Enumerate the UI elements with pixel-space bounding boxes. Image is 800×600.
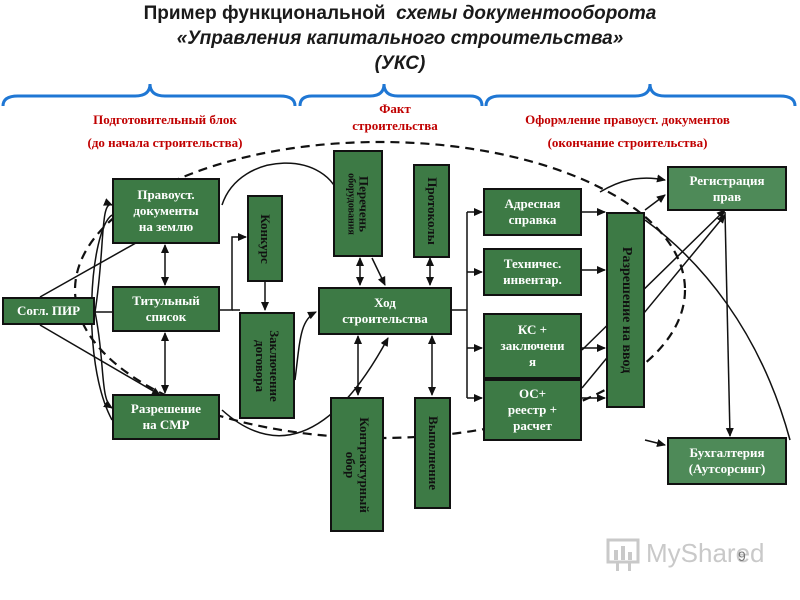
adres-line-2: справка (508, 212, 557, 227)
titul-list-box: Титульный список (112, 286, 220, 332)
zakl-line-1: Заключение (267, 329, 282, 402)
hod-line-2: строительства (342, 311, 428, 326)
section-final-line-1: Оформление правоуст. документов (525, 112, 730, 127)
tehnich-line-1: Техничес. (503, 256, 562, 271)
section-fact-line-1: Факт (379, 101, 411, 116)
perechen-label: Перечень оборудования (345, 172, 372, 235)
hod-line-1: Ход (374, 295, 396, 310)
brace-prep (1, 83, 297, 107)
perechen-line-2: оборудования (345, 172, 357, 235)
os-line-3: расчет (513, 418, 552, 433)
razresh-smr-line-1: Разрешение (130, 401, 202, 416)
tehnich-inventar-box: Техничес. инвентар. (483, 248, 582, 296)
titul-line-2: список (145, 309, 187, 324)
section-prep-line-2: (до начала строительства) (87, 135, 243, 150)
kontrakt-oborot-box: Контрактурный обор (330, 397, 384, 532)
buh-line-1: Бухгалтерия (689, 445, 765, 460)
section-fact-label: Факт строительства (325, 100, 465, 134)
titul-line-1: Титульный (132, 293, 200, 308)
sogl-pir-label: Согл. ПИР (16, 303, 81, 318)
buhgalteriya-box: Бухгалтерия (Аутсорсинг) (667, 437, 787, 485)
vypolnenie-box: Выполнение (414, 397, 451, 509)
ks-line-3: я (528, 354, 537, 369)
sogl-pir-box: Согл. ПИР (2, 297, 95, 325)
konkurs-label: Конкурс (258, 213, 273, 264)
os-reestr-box: ОС+ реестр + расчет (483, 379, 582, 441)
adresnaya-spravka-box: Адресная справка (483, 188, 582, 236)
protokoly-label: Протоколы (424, 177, 440, 245)
buh-line-2: (Аутсорсинг) (688, 461, 766, 476)
watermark-logo: MyShared (606, 536, 776, 572)
brace-final (484, 83, 797, 107)
kontrakt-line-2: обор (343, 451, 358, 478)
perechen-box: Перечень оборудования (333, 150, 383, 257)
registr-line-2: прав (712, 188, 742, 204)
ks-line-1: КС + (517, 322, 548, 337)
razresh-smr-box: Разрешение на СМР (112, 394, 220, 440)
page-title-line-1: Пример функциональной схемы документообо… (0, 2, 800, 25)
page-title-line-3: (УКС) (374, 53, 426, 74)
zakl-dogovora-box: Заключение договора (239, 312, 295, 419)
razresh-vvod-label: Разрешение на ввод (618, 246, 634, 374)
hod-stroitelstva-box: Ход строительства (318, 287, 452, 335)
page-title-line-2: «Управления капитального строительства» (176, 28, 624, 49)
kontrakt-label: Контрактурный обор (343, 416, 372, 513)
os-line-2: реестр + (507, 402, 558, 417)
title-part-a: Пример функциональной (143, 3, 386, 24)
chart-logo-icon (606, 538, 640, 571)
registr-line-1: Регистрация (689, 172, 765, 188)
section-final-label: Оформление правоуст. документов (окончан… (490, 111, 765, 151)
perechen-line-1: Перечень (356, 175, 372, 232)
tehnich-line-2: инвентар. (503, 272, 562, 287)
section-fact-line-2: строительства (352, 118, 438, 133)
page-number: 9 (738, 548, 746, 564)
brace-fact (298, 83, 484, 107)
konkurs-box: Конкурс (247, 195, 283, 282)
pravoust-docs-box: Правоуст. документы на землю (112, 178, 220, 244)
ks-line-2: заключени (500, 338, 565, 353)
pravoust-line-3: на землю (138, 219, 194, 234)
vypolnenie-label: Выполнение (425, 416, 441, 490)
razresh-smr-line-2: на СМР (142, 417, 190, 432)
zakl-label: Заключение договора (253, 329, 282, 402)
title-part-b: схемы документооборота (396, 3, 657, 24)
pravoust-line-2: документы (133, 203, 199, 218)
kontrakt-line-1: Контрактурный (357, 416, 372, 513)
pravoust-line-1: Правоуст. (137, 187, 195, 202)
ks-zaklyuchenie-box: КС + заключени я (483, 313, 582, 379)
section-prep-label: Подготовительный блок (до начала строите… (40, 111, 290, 151)
adres-line-1: Адресная (504, 196, 561, 211)
razresh-vvod-box: Разрешение на ввод (606, 212, 645, 408)
section-final-line-2: (окончание строительства) (547, 135, 708, 150)
watermark-text: MyShared (646, 538, 765, 568)
os-line-1: ОС+ (518, 386, 547, 401)
protokoly-box: Протоколы (413, 164, 450, 258)
zakl-line-2: договора (253, 339, 268, 392)
section-prep-line-1: Подготовительный блок (93, 112, 237, 127)
registraciya-prav-box: Регистрация прав (667, 166, 787, 211)
